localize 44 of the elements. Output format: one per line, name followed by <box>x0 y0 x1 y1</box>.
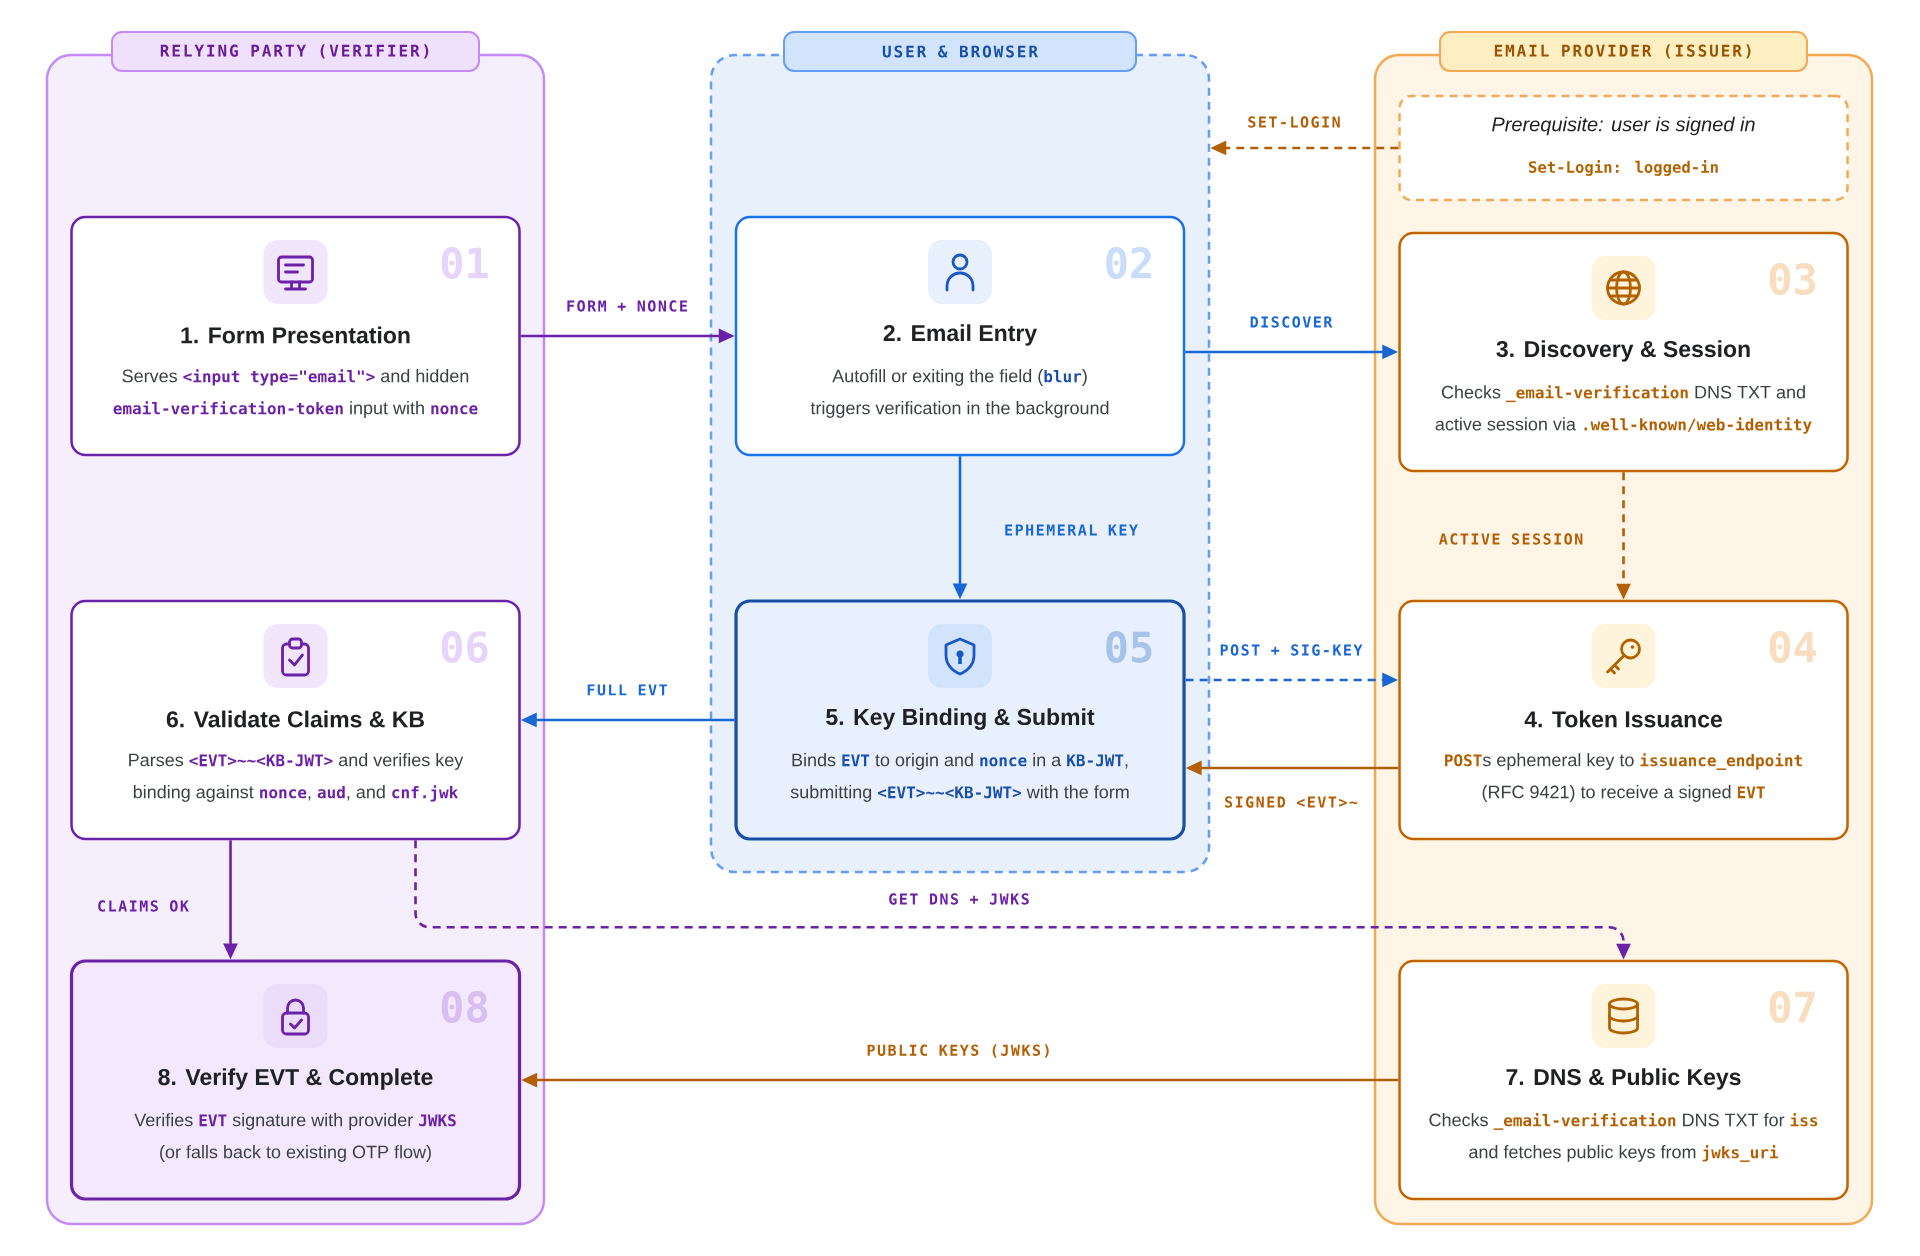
step-title: 5. Key Binding & Submit <box>826 708 1095 730</box>
step-description: Serves <input type="email"> and hidden email-verification-token input with nonce <box>113 369 478 418</box>
edge-label: GET DNS + JWKS <box>884 889 1034 909</box>
step-title: 4. Token Issuance <box>1524 710 1722 728</box>
edge-label: PUBLIC KEYS (JWKS) <box>862 1040 1056 1062</box>
edge-label: ACTIVE SESSION <box>1434 529 1588 549</box>
step-title: 7. DNS & Public Keys <box>1506 1068 1741 1090</box>
edge-label: SET-LOGIN <box>1243 112 1345 132</box>
process-box <box>734 599 1186 841</box>
step-description: Parses <EVT>~~<KB-JWT> and verifies key binding against nonce, aud, and cnf.jwk <box>129 753 464 802</box>
edge-label: POST + SIG-KEY <box>1215 640 1367 660</box>
step-title: 3. Discovery & Session <box>1496 340 1750 362</box>
code-text: Set-Login: logged-in <box>1529 160 1718 176</box>
note-box <box>1398 94 1849 202</box>
lane-header: RELYING PARTY (VERIFIER) <box>111 31 480 72</box>
step-description: POSTs ephemeral key to issuance_endpoint (RFC 9421) to receive a signed EVT <box>1445 753 1802 802</box>
lane-header: EMAIL PROVIDER (ISSUER) <box>1439 31 1808 72</box>
process-box <box>70 599 521 841</box>
step-title: 6. Validate Claims & KB <box>166 710 424 728</box>
step-description: Checks _email-verification DNS TXT for iss and fetches public keys from jwks_uri <box>1429 1113 1818 1162</box>
edge-label: DISCOVER <box>1245 312 1337 332</box>
step-description: Binds EVT to origin and nonce in a KB-JWT, submitting <EVT>~~<KB-JWT> with the form <box>790 753 1129 802</box>
step-title: 1. Form Presentation <box>181 326 410 344</box>
process-box <box>1398 959 1849 1201</box>
process-box <box>1398 231 1849 473</box>
edge-label: CLAIMS OK <box>93 896 193 916</box>
step-title: 2. Email Entry <box>883 324 1037 346</box>
step-number: 05 <box>1106 631 1152 663</box>
step-description: Autofill or exiting the field (blur) triggers verification in the background <box>810 369 1109 418</box>
edge-label: SIGNED <EVT>~ <box>1220 792 1362 812</box>
step-title: 8. Verify EVT & Complete <box>158 1068 433 1090</box>
step-description: Verifies EVT signature with provider JWKS (or falls back to existing OTP flow) <box>134 1113 456 1162</box>
step-number: 07 <box>1769 991 1815 1023</box>
edge-label: FORM + NONCE <box>562 296 692 316</box>
process-box <box>1398 599 1849 841</box>
step-description: Checks _email-verification DNS TXT and active session via .well-known/web-identity <box>1435 385 1812 434</box>
process-box <box>734 215 1186 457</box>
note-text: Prerequisite: user is signed in <box>1492 116 1755 136</box>
step-number: 04 <box>1769 631 1816 663</box>
process-box <box>69 959 522 1201</box>
lane-header: USER & BROWSER <box>783 31 1137 72</box>
edge-label: FULL EVT <box>582 680 672 700</box>
process-box <box>70 215 521 457</box>
step-number: 03 <box>1769 263 1816 295</box>
